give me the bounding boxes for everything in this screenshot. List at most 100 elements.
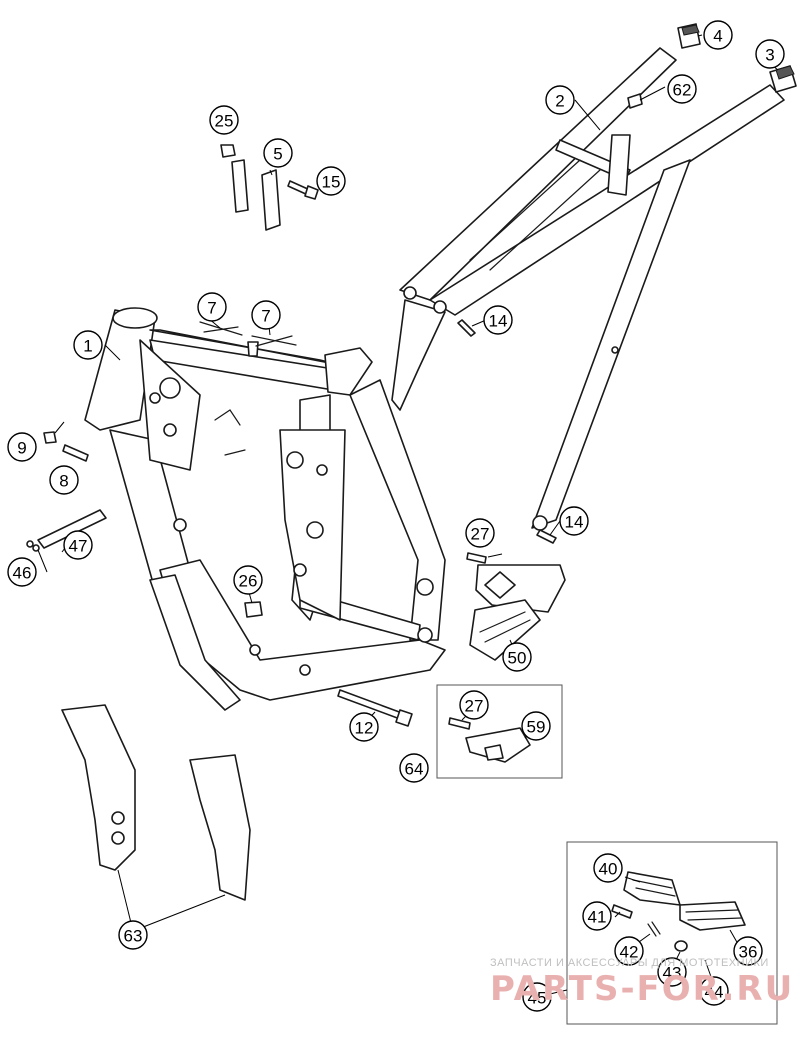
clip-46 <box>26 540 40 552</box>
callout-9: 9 <box>7 432 37 462</box>
callout-number: 63 <box>124 927 143 946</box>
callout-7: 7 <box>197 292 227 322</box>
nut-9 <box>43 431 57 444</box>
callout-circle <box>733 936 763 966</box>
callout-number: 7 <box>261 307 270 326</box>
watermark-caption: ЗАПЧАСТИ И АКСЕССУАРЫ ДЛЯ МОТОТЕХНИКИ <box>490 957 769 969</box>
callout-circle <box>559 506 589 536</box>
callout-circle <box>7 557 37 587</box>
callout-circle <box>118 920 148 950</box>
subframe-plug-4 <box>677 23 701 49</box>
callout-25: 25 <box>209 105 239 135</box>
bracket-right <box>261 169 281 231</box>
callout-number: 15 <box>322 173 341 192</box>
callout-circle <box>209 105 239 135</box>
callout-number: 7 <box>207 299 216 318</box>
callout-43: 43 <box>657 957 687 987</box>
callout-circle <box>399 753 429 783</box>
callout-circle <box>349 712 379 742</box>
callout-number: 50 <box>508 649 527 668</box>
callout-circle <box>521 711 551 741</box>
callout-8: 8 <box>49 465 79 495</box>
kit-64-box <box>436 684 563 779</box>
callout-number: 12 <box>355 719 374 738</box>
callout-circle <box>703 20 733 50</box>
callout-number: 9 <box>17 439 26 458</box>
callout-14: 14 <box>559 506 589 536</box>
callout-36: 36 <box>733 936 763 966</box>
callout-number: 26 <box>239 572 258 591</box>
callout-circle <box>483 305 513 335</box>
callout-number: 47 <box>69 537 88 556</box>
callout-number: 64 <box>405 760 424 779</box>
callout-63: 63 <box>118 920 148 950</box>
callout-50: 50 <box>502 642 532 672</box>
callout-circle <box>63 530 93 560</box>
callout-40: 40 <box>593 853 623 883</box>
bolt-8 <box>62 444 89 462</box>
callout-number: 42 <box>620 943 639 962</box>
callout-number: 46 <box>13 564 32 583</box>
callout-2: 2 <box>545 85 575 115</box>
callout-44: 44 <box>699 976 729 1006</box>
callout-42: 42 <box>614 936 644 966</box>
callout-45: 45 <box>522 982 552 1012</box>
footpeg-right <box>679 901 746 931</box>
bracket-left <box>231 159 249 213</box>
footpeg-left <box>623 871 681 906</box>
callout-circle <box>545 85 575 115</box>
callout-46: 46 <box>7 557 37 587</box>
callout-1: 1 <box>73 330 103 360</box>
callout-number: 5 <box>273 145 282 164</box>
callout-number: 44 <box>705 983 724 1002</box>
callout-27: 27 <box>465 518 495 548</box>
bolt-15 <box>287 180 319 200</box>
bolt-27-kit <box>448 717 471 730</box>
callout-number: 1 <box>83 337 92 356</box>
footpeg-pin-41 <box>611 904 633 919</box>
watermark-brand: PARTS-FOR.RU <box>490 969 794 1009</box>
callout-27: 27 <box>459 690 489 720</box>
callout-circle <box>522 982 552 1012</box>
callout-number: 59 <box>527 718 546 737</box>
callout-3: 3 <box>755 39 785 69</box>
bolt-12 <box>337 689 413 727</box>
callout-number: 4 <box>713 27 722 46</box>
side-stand-bracket <box>469 564 566 661</box>
callout-number: 3 <box>765 46 774 65</box>
callout-number: 45 <box>528 989 547 1008</box>
callout-circle <box>197 292 227 322</box>
callout-7: 7 <box>251 300 281 330</box>
callout-number: 62 <box>673 81 692 100</box>
callout-number: 41 <box>588 908 607 927</box>
footpeg-spring-42 <box>647 921 661 937</box>
bolt-14-lower <box>536 529 557 544</box>
callout-number: 27 <box>471 525 490 544</box>
callout-15: 15 <box>316 166 346 196</box>
callout-number: 14 <box>565 513 584 532</box>
callout-26: 26 <box>233 565 263 595</box>
callout-circle <box>699 976 729 1006</box>
nut-26 <box>244 601 263 618</box>
callout-number: 36 <box>739 943 758 962</box>
callout-number: 8 <box>59 472 68 491</box>
callout-64: 64 <box>399 753 429 783</box>
decal-right <box>251 335 297 347</box>
callout-14: 14 <box>483 305 513 335</box>
subframe <box>391 47 785 531</box>
callout-59: 59 <box>521 711 551 741</box>
callout-5: 5 <box>263 138 293 168</box>
callout-number: 40 <box>599 860 618 879</box>
bracket-59 <box>465 727 531 763</box>
nut-25 <box>220 144 236 158</box>
callout-4: 4 <box>703 20 733 50</box>
callout-circle <box>502 642 532 672</box>
callout-circle <box>233 565 263 595</box>
frame-protector-left <box>61 704 136 871</box>
callout-circle <box>593 853 623 883</box>
bolt-14-upper <box>457 319 476 337</box>
decal-left <box>199 321 243 336</box>
callout-circle <box>465 518 495 548</box>
